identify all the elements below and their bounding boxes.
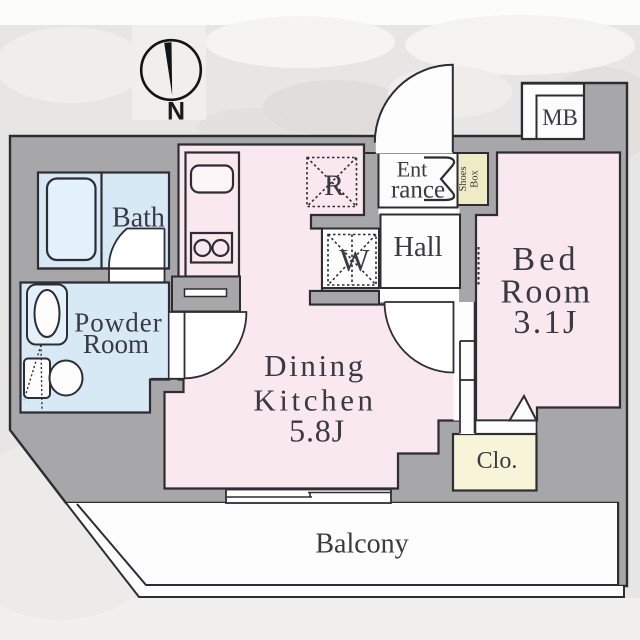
svg-text:Shoes: Shoes (458, 166, 469, 191)
svg-text:Bed: Bed (512, 241, 579, 278)
svg-text:5.8J: 5.8J (289, 413, 345, 449)
svg-text:W: W (339, 242, 370, 278)
svg-text:Box: Box (470, 170, 481, 188)
svg-text:Dining: Dining (264, 348, 366, 383)
svg-text:Powder: Powder (74, 308, 163, 338)
svg-text:N: N (167, 98, 185, 126)
svg-text:Balcony: Balcony (315, 529, 408, 560)
svg-text:Ent: Ent (397, 157, 428, 182)
svg-text:MB: MB (542, 105, 578, 130)
svg-text:Room: Room (501, 274, 593, 311)
svg-text:Hall: Hall (393, 232, 442, 263)
svg-text:Clo.: Clo. (477, 448, 518, 474)
svg-text:Bath: Bath (112, 203, 165, 234)
svg-text:3.1J: 3.1J (513, 304, 578, 341)
svg-text:Room: Room (83, 329, 149, 359)
svg-text:Kitchen: Kitchen (253, 383, 376, 418)
svg-text:R: R (324, 169, 344, 202)
